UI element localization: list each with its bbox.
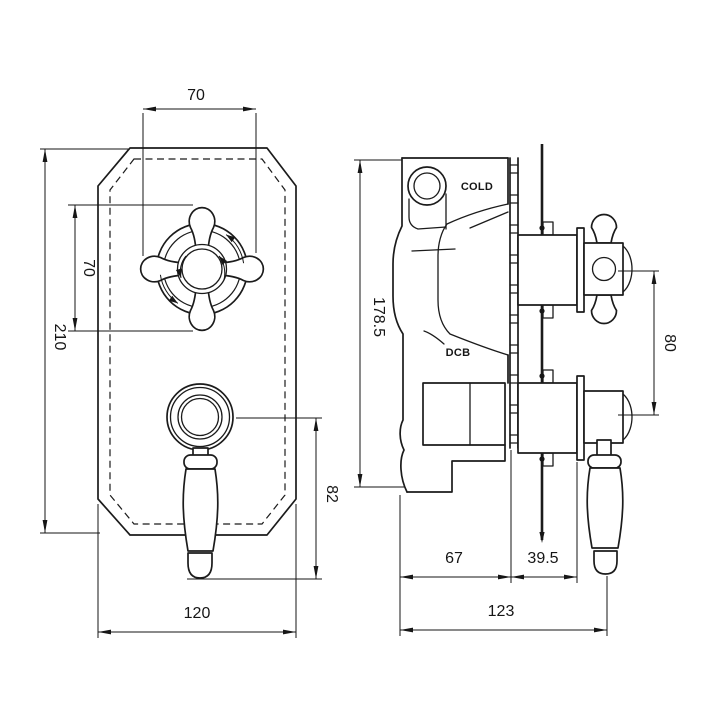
dim-valve-spacing-label: 80: [661, 334, 678, 352]
body-marking-label: DCB: [446, 347, 471, 359]
valve-body-side: [392, 157, 509, 493]
wall-fixing-strip: [509, 157, 519, 449]
dim-body-depth-label: 67: [445, 550, 463, 567]
dim-valve-spacing: 80: [618, 270, 678, 416]
front-view: 70 70 210 82 120: [40, 87, 340, 638]
dim-cartridge-projection-label: 39.5: [527, 550, 558, 567]
dim-total-depth: 123: [400, 576, 608, 636]
dim-plate-height: 210: [40, 148, 130, 534]
dim-handle-height: 70: [68, 204, 193, 332]
lower-cartridge-side: [517, 375, 633, 575]
dim-body-height: 178.5: [354, 159, 404, 488]
dim-plate-width-label: 120: [184, 605, 211, 622]
dim-handle-width-label: 70: [187, 87, 205, 104]
dim-lever-length-label: 82: [323, 485, 340, 503]
dim-total-depth-label: 123: [488, 603, 515, 620]
cold-port: [407, 166, 456, 252]
rotation-arrow-icons: [159, 234, 245, 304]
cold-port-label: COLD: [461, 181, 493, 193]
dim-handle-height-label: 70: [80, 259, 97, 277]
dim-plate-height-label: 210: [51, 324, 68, 351]
dim-handle-width: 70: [142, 87, 257, 256]
dim-body-depth: 67 39.5: [399, 450, 578, 636]
lever-handle-front: [166, 383, 234, 579]
dim-body-height-label: 178.5: [370, 297, 387, 337]
dim-plate-width: 120: [97, 504, 297, 638]
trim-plate-edge: [539, 144, 554, 543]
cross-handle-front: [139, 206, 265, 332]
faceplate: [97, 147, 297, 536]
upper-cartridge-side: [517, 213, 633, 325]
dim-lever-length: 82: [187, 417, 340, 580]
side-view: COLD DCB 178.5 80 67 39.5 123: [354, 144, 678, 636]
